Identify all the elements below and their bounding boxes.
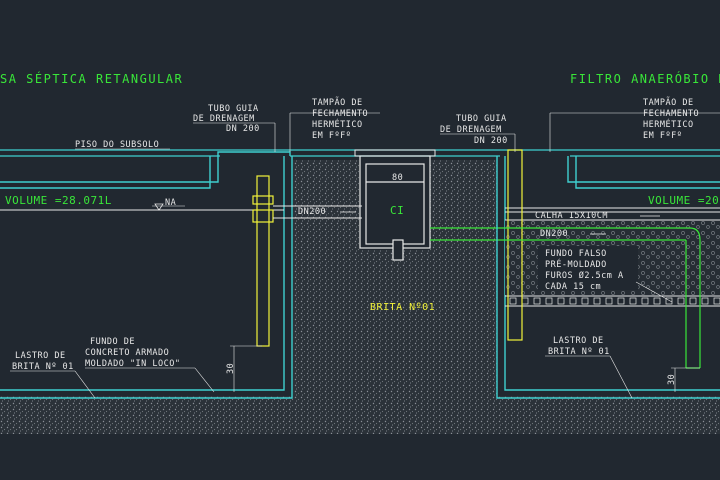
tampao-right-line-4: EM FºFº	[643, 131, 682, 141]
tampao-right-line-3: HERMÉTICO	[643, 118, 694, 130]
tampao-left-line-3: HERMÉTICO	[312, 118, 363, 130]
outlet-pipe-left	[273, 205, 362, 219]
tampao-right-callout: TAMPÃO DE FECHAMENTO HERMÉTICO EM FºFº	[549, 97, 720, 152]
piso-label: PISO DO SUBSOLO	[75, 140, 159, 150]
tubo-guia-right-callout: TUBO GUIA DE DRENAGEM DN 200	[440, 114, 516, 152]
title-left: SA SÉPTICA RETANGULAR	[0, 71, 183, 86]
floor-slab	[0, 149, 720, 157]
tubo-guia-left-line-2: DE DRENAGEM	[193, 114, 255, 124]
lastro-right-line-1: LASTRO DE	[553, 336, 604, 346]
fundo-falso-line-1: FUNDO FALSO	[545, 249, 607, 259]
na-label: NA	[165, 198, 176, 208]
na-triangle	[154, 203, 164, 211]
tampao-left-callout: TAMPÃO DE FECHAMENTO HERMÉTICO EM FºFº	[289, 97, 380, 152]
septic-tank-walls	[0, 151, 293, 399]
fundo-concreto-callout: FUNDO DE CONCRETO ARMADO MOLDADO "IN LOC…	[85, 337, 215, 393]
title-right: FILTRO ANAERÓBIO R	[570, 71, 720, 86]
tubo-guia-right-line-1: TUBO GUIA	[456, 114, 507, 124]
tampao-left-line-1: TAMPÃO DE	[312, 97, 363, 108]
volume-right-label: VOLUME =20,240	[648, 194, 720, 207]
tubo-guia-right-line-2: DE DRENAGEM	[440, 125, 502, 135]
tubo-guia-left-line-1: TUBO GUIA	[208, 104, 259, 114]
brita-center-label: BRITA Nº01	[370, 302, 435, 313]
lastro-right-line-2: BRITA Nº 01	[548, 347, 610, 357]
lastro-left-line-2: BRITA Nº 01	[12, 362, 74, 372]
dimension-right	[671, 367, 700, 392]
fundo-falso-line-4: CADA 15 cm	[545, 282, 601, 292]
fundo-concreto-line-1: FUNDO DE	[90, 337, 135, 347]
dim-80-label: 80	[392, 173, 403, 183]
lastro-right-callout: LASTRO DE BRITA Nº 01	[545, 336, 633, 399]
guide-tube-left	[252, 175, 274, 347]
false-bottom	[505, 295, 720, 307]
dim-small-left: 30	[226, 363, 236, 374]
fundo-concreto-line-3: MOLDADO "IN LOCO"	[85, 359, 181, 369]
volume-left-label: VOLUME =28.071L	[5, 194, 112, 207]
dn200-left-label: DN200	[298, 207, 326, 217]
fundo-falso-label: FUNDO FALSO PRÉ-MOLDADO FUROS Ø2.5cm A C…	[538, 246, 638, 292]
inspection-chamber	[359, 155, 431, 261]
tampao-right-line-2: FECHAMENTO	[643, 109, 699, 119]
fundo-falso-leader	[635, 281, 673, 303]
calha	[505, 211, 720, 221]
tubo-guia-right-line-3: DN 200	[474, 136, 508, 146]
ci-tampao	[354, 149, 436, 157]
calha-label: CALHA 15X10CM	[535, 211, 608, 221]
tampao-right-line-1: TAMPÃO DE	[643, 97, 694, 108]
dn200-right-label: DN200	[540, 229, 568, 239]
dimension-left	[230, 345, 262, 392]
lastro-left-callout: LASTRO DE BRITA Nº 01	[10, 351, 96, 399]
lastro-left-line-1: LASTRO DE	[15, 351, 66, 361]
fundo-falso-line-2: PRÉ-MOLDADO	[545, 258, 607, 270]
fundo-falso-line-3: FUROS Ø2.5cm A	[545, 270, 624, 281]
tampao-left-line-2: FECHAMENTO	[312, 109, 368, 119]
fundo-concreto-line-2: CONCRETO ARMADO	[85, 348, 169, 358]
tubo-guia-left-callout: TUBO GUIA DE DRENAGEM DN 200	[193, 104, 276, 152]
pipe-ci-to-filter	[430, 227, 500, 241]
ci-label: CI	[390, 204, 404, 217]
tubo-guia-left-line-3: DN 200	[226, 124, 260, 134]
dim-small-right: 30	[667, 374, 677, 385]
tampao-left-line-4: EM FºFº	[312, 131, 351, 141]
